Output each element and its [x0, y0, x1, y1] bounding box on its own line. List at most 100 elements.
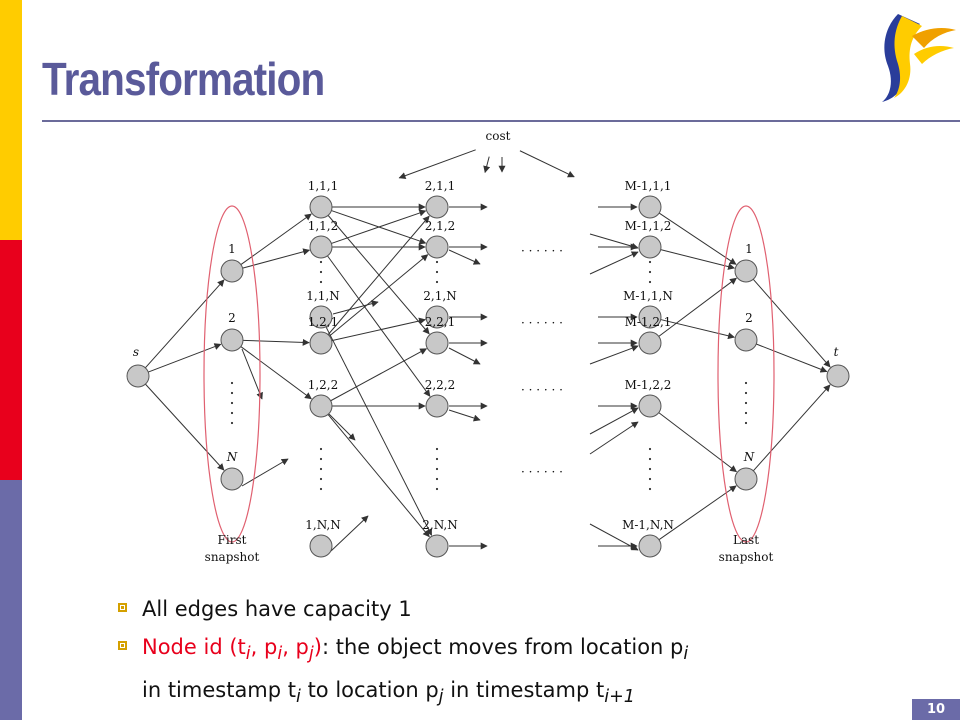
vertical-ellipsis — [648, 477, 652, 481]
ellipsis-label: · · · · · · — [521, 383, 563, 397]
edge-arrow — [658, 277, 737, 337]
accent-bar-red — [0, 240, 22, 480]
timestamp-2-node — [425, 331, 449, 355]
vertical-ellipsis — [230, 401, 234, 405]
vertical-ellipsis — [648, 487, 652, 491]
last-snapshot-node — [734, 467, 758, 491]
sink-edge — [756, 343, 828, 373]
vertical-ellipsis — [435, 467, 439, 471]
accent-bar-yellow — [0, 0, 22, 240]
vertical-ellipsis — [435, 270, 439, 274]
edge-stub — [448, 249, 481, 265]
vertical-ellipsis — [648, 280, 652, 284]
vertical-ellipsis — [435, 487, 439, 491]
vertical-ellipsis — [744, 391, 748, 395]
edge-stub — [332, 300, 379, 315]
timestamp-2-node-label: 2,1,1 — [425, 179, 456, 193]
first-snapshot-label: First — [218, 533, 247, 547]
timestamp-m-1-node-label: M-1,2,2 — [625, 378, 672, 392]
cost-label: cost — [486, 129, 511, 143]
vertical-ellipsis — [319, 477, 323, 481]
timestamp-1-node — [309, 394, 333, 418]
timestamp-1-node — [309, 235, 333, 259]
vertical-ellipsis — [319, 270, 323, 274]
last-snapshot-label: snapshot — [719, 550, 774, 564]
timestamp-1-node-label: 1,2,2 — [308, 378, 339, 392]
transition-edge — [330, 348, 428, 402]
timestamp-m-1-node-label: M-1,2,1 — [625, 315, 672, 329]
timestamp-m-1-node — [638, 235, 662, 259]
first-snapshot-node-label: 1 — [228, 242, 236, 256]
vertical-ellipsis — [744, 411, 748, 415]
timestamp-1-node-label: 1,N,N — [305, 518, 341, 532]
bullet-1-text: All edges have capacity 1 — [142, 597, 412, 621]
timestamp-m-1-node-label: M-1,N,N — [622, 518, 674, 532]
source-edge — [145, 383, 225, 471]
timestamp-2-node-label: 2,2,1 — [425, 315, 456, 329]
last-snapshot-node — [734, 328, 758, 352]
timestamp-2-node — [425, 195, 449, 219]
vertical-ellipsis — [319, 447, 323, 451]
timestamp-m-1-node — [638, 394, 662, 418]
timestamp-2-node — [425, 534, 449, 558]
timestamp-2-node — [425, 394, 449, 418]
edge-stub — [241, 348, 263, 400]
timestamp-1-node-label: 1,1,2 — [308, 219, 339, 233]
timestamp-1-node-label: 1,1,N — [306, 289, 339, 303]
edge-stub — [589, 251, 639, 275]
timestamp-m-1-node-label: M-1,1,2 — [625, 219, 672, 233]
timestamp-2-node — [425, 235, 449, 259]
timestamp-2-node-label: 2,N,N — [422, 518, 458, 532]
transition-edge — [327, 255, 431, 397]
timestamp-m-1-node — [638, 305, 662, 329]
transition-edge — [327, 215, 430, 335]
timestamp-2-node-label: 2,1,N — [423, 289, 456, 303]
logo-icon — [882, 14, 956, 102]
timestamp-1-node-label: 1,2,1 — [308, 315, 339, 329]
edge-stub — [330, 515, 369, 552]
vertical-ellipsis — [230, 391, 234, 395]
edge-stub — [589, 344, 639, 365]
transition-edge — [331, 317, 426, 342]
timestamp-1-node — [309, 195, 333, 219]
timestamp-2-node — [425, 305, 449, 329]
edge-arrow — [240, 213, 312, 265]
last-snapshot-ellipse — [717, 205, 775, 543]
source-node — [126, 364, 150, 388]
edge-arrow — [240, 346, 312, 400]
ellipsis-label: · · · · · · — [521, 244, 563, 258]
timestamp-m-1-node — [638, 195, 662, 219]
bullet-2: Node id (ti, pi, pj): the object moves f… — [118, 628, 878, 673]
timestamp-1-node — [309, 305, 333, 329]
cost-arrow — [519, 150, 575, 178]
sink-edge — [752, 384, 831, 472]
timestamp-m-1-node — [638, 534, 662, 558]
timestamp-1-node — [309, 331, 333, 355]
first-snapshot-node-label: N — [226, 450, 238, 464]
node-group — [126, 195, 850, 558]
vertical-ellipsis — [648, 260, 652, 264]
cost-arrow — [483, 156, 491, 174]
edge-stub — [589, 233, 639, 250]
vertical-ellipsis — [319, 487, 323, 491]
edge-group — [144, 149, 831, 552]
bullet-list: All edges have capacity 1 Node id (ti, p… — [118, 590, 878, 714]
accent-bar-blue — [0, 480, 22, 720]
edge-stub — [589, 421, 639, 455]
timestamp-m-1-node-label: M-1,1,N — [623, 289, 673, 303]
edge-arrow — [660, 319, 736, 340]
timestamp-2-node-label: 2,1,2 — [425, 219, 456, 233]
vertical-ellipsis — [319, 260, 323, 264]
vertical-ellipsis — [744, 401, 748, 405]
bullet-marker-icon — [118, 603, 127, 612]
vertical-ellipsis — [744, 381, 748, 385]
transition-edge — [325, 326, 433, 536]
vertical-ellipsis — [648, 467, 652, 471]
slide-title: Transformation — [42, 53, 325, 105]
vertical-ellipsis — [435, 260, 439, 264]
cost-arrow — [398, 149, 476, 179]
sink-node — [826, 364, 850, 388]
first-snapshot-ellipse — [203, 205, 261, 543]
edge-stub — [589, 407, 639, 435]
